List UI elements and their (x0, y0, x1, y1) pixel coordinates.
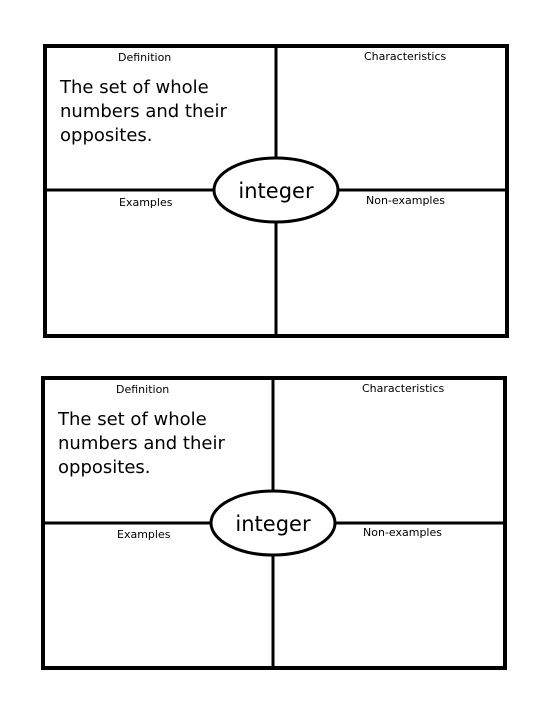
frayer-model-card-1: Definition Characteristics Examples Non-… (0, 44, 540, 344)
frayer-model-card-2: Definition Characteristics Examples Non-… (0, 376, 540, 676)
definition-text: The set of whole numbers and their oppos… (58, 409, 225, 478)
examples-label: Examples (117, 528, 171, 541)
characteristics-label: Characteristics (362, 382, 445, 395)
characteristics-label: Characteristics (364, 50, 447, 63)
non-examples-label: Non-examples (363, 526, 442, 539)
definition-label: Definition (116, 383, 170, 396)
definition-text: The set of whole numbers and their oppos… (60, 77, 227, 146)
definition-label: Definition (118, 51, 172, 64)
frayer-grid (43, 44, 509, 338)
term-word: integer (238, 179, 314, 203)
center-oval (209, 489, 337, 557)
center-oval (212, 156, 340, 224)
non-examples-label: Non-examples (366, 194, 445, 207)
examples-label: Examples (119, 196, 173, 209)
frayer-grid (41, 376, 507, 670)
term-word: integer (235, 512, 311, 536)
